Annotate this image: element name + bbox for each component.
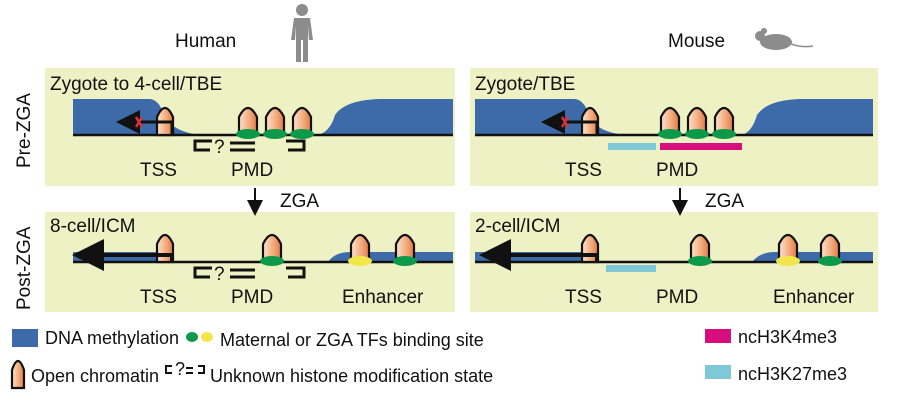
methylation-mouse-post-right (752, 252, 873, 262)
tf-binding-site-green (688, 256, 712, 266)
legend-methylation-label: DNA methylation (45, 328, 179, 348)
open-chromatin-icon (349, 233, 371, 264)
repressed-x-icon (134, 116, 144, 128)
unknown-state-bracket-human-pre (193, 139, 306, 152)
tss-arrow-human-pre (116, 110, 174, 135)
legend-h3k4me3-swatch (705, 329, 731, 343)
legend-h3k27me3-label: ncH3K27me3 (738, 364, 847, 384)
label-pmd: PMD (231, 160, 273, 181)
tf-binding-site-green (290, 129, 314, 139)
unknown-state-bracket-human-post (193, 266, 306, 279)
open-chromatin-icon (237, 106, 259, 137)
label-pmd: PMD (231, 287, 273, 308)
mouse-silhouette-icon (755, 28, 814, 50)
panel-title-human-post: 8-cell/ICM (50, 216, 136, 237)
open-chromatin-icon (686, 106, 708, 137)
label-pmd: PMD (656, 287, 698, 308)
label-enhancer: Enhancer (773, 287, 855, 308)
unknown-question-human-pre: ? (214, 137, 225, 158)
unknown-question-human-post: ? (214, 264, 225, 285)
tf-binding-site-yellow (348, 256, 372, 266)
panel-title-human-pre: Zygote to 4-cell/TBE (50, 74, 222, 95)
label-tss: TSS (140, 160, 177, 181)
h3k27me3-mouse-post (606, 265, 656, 272)
open-chromatin-icon (777, 233, 799, 264)
label-tss: TSS (565, 287, 602, 308)
h3k27me3-mouse-pre (608, 143, 656, 150)
label-pmd: PMD (656, 160, 698, 181)
open-chromatin-icon (819, 233, 841, 264)
legend-unknown-bracket-icon (165, 365, 205, 374)
row-label-post-zga: Post-ZGA (14, 226, 35, 310)
zga-label-human: ZGA (280, 191, 319, 212)
tss-arrow-human-post (72, 239, 174, 271)
open-chromatin-icon (394, 233, 416, 264)
legend-h3k4me3-label: ncH3K4me3 (738, 327, 837, 347)
tf-binding-site-green (260, 256, 284, 266)
methylation-human-pre-right (318, 99, 453, 135)
open-chromatin-icon (713, 106, 735, 137)
open-chromatin-icon (291, 106, 313, 137)
species-label-mouse: Mouse (668, 31, 725, 52)
tf-binding-site-green (712, 129, 736, 139)
tss-arrow-mouse-post (479, 239, 599, 271)
legend-unknown-label: Unknown histone modification state (210, 366, 493, 386)
open-chromatin-icon (689, 233, 711, 264)
legend-open-chromatin-label: Open chromatin (31, 366, 159, 386)
tf-binding-site-green (818, 256, 842, 266)
label-enhancer: Enhancer (342, 287, 424, 308)
tss-arrow-mouse-pre (541, 110, 599, 135)
repressed-x-icon (560, 116, 570, 128)
legend-tf-label: Maternal or ZGA TFs binding site (220, 330, 484, 350)
panel-title-mouse-post: 2-cell/ICM (475, 216, 561, 237)
label-tss: TSS (565, 160, 602, 181)
human-silhouette-icon (291, 4, 313, 62)
open-chromatin-icon (261, 233, 283, 264)
open-chromatin-icon (264, 106, 286, 137)
label-tss: TSS (140, 287, 177, 308)
legend-tf-green-icon (186, 332, 198, 342)
tf-binding-site-green (393, 256, 417, 266)
h3k4me3-mouse-pre (660, 143, 742, 150)
methylation-human-post-right (328, 252, 453, 262)
zga-label-mouse: ZGA (705, 191, 744, 212)
tf-binding-site-green (685, 129, 709, 139)
tf-binding-site-green (263, 129, 287, 139)
methylation-mouse-pre-right (742, 99, 873, 135)
tf-binding-site-green (236, 129, 260, 139)
open-chromatin-icon (659, 106, 681, 137)
legend-methylation-swatch (12, 329, 38, 347)
panel-title-mouse-pre: Zygote/TBE (475, 74, 575, 95)
legend-unknown-question: ? (175, 359, 185, 379)
open-chromatin-icon (10, 359, 26, 390)
tf-binding-site-green (658, 129, 682, 139)
species-label-human: Human (175, 31, 236, 52)
tf-binding-site-yellow (776, 256, 800, 266)
legend-h3k27me3-swatch (705, 365, 731, 379)
row-label-pre-zga: Pre-ZGA (14, 93, 35, 168)
legend-tf-yellow-icon (201, 332, 213, 342)
